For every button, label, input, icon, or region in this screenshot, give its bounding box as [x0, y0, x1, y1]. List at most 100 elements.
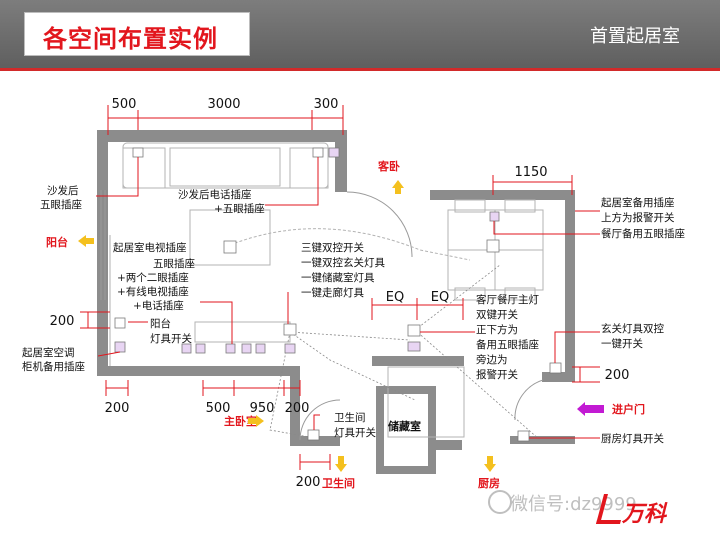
- wall-entry: [542, 372, 575, 382]
- coffee-table: [189, 209, 271, 266]
- switch-dining: [407, 324, 421, 337]
- room-master-bedroom: 主卧室: [224, 414, 257, 428]
- outlet-ac: [114, 341, 126, 353]
- logo-text: 万科: [622, 502, 667, 527]
- walls: [97, 130, 575, 474]
- arrow-bath-icon: [335, 456, 347, 472]
- dim-right-1150: 1150: [514, 165, 547, 180]
- note-spare-3: 餐厅备用五眼插座: [601, 227, 685, 240]
- door-swing-guest: [346, 191, 413, 258]
- note-dining-4: 备用五眼插座: [476, 338, 539, 351]
- outlet-sofa-phone: [312, 147, 324, 158]
- note-ac-1: 起居室空调: [22, 346, 75, 359]
- wall-top-mid: [335, 130, 347, 192]
- note-sofa-back-1: 沙发后: [47, 184, 79, 197]
- tv-cabinet: [194, 321, 291, 343]
- note-kitchen: 厨房灯具开关: [601, 432, 664, 445]
- note-tv-3: +两个二眼插座: [117, 271, 189, 284]
- wechat-icon: [488, 490, 512, 514]
- dim-eq-left: EQ: [386, 290, 404, 305]
- header-bar: 各空间布置实例 首置起居室: [0, 0, 720, 68]
- wiring-arc: [229, 228, 471, 261]
- dim-bath-200: 200: [296, 475, 321, 490]
- brand-logo: 万科: [595, 488, 682, 528]
- room-labels: 客卧 阳台 主卧室 卫生间 储藏室 厨房 进户门: [46, 159, 645, 490]
- arrow-master-icon: [248, 415, 264, 427]
- wall-right: [565, 190, 575, 382]
- outlet-spare: [489, 211, 500, 222]
- note-spare-2: 上方为报警开关: [601, 211, 675, 224]
- dim-bottom-200: 200: [105, 401, 130, 416]
- header-underline: [0, 68, 720, 71]
- note-balcony-light-2: 灯具开关: [150, 332, 192, 345]
- wall-kitchen-bottom: [432, 440, 462, 450]
- switch-kitchen: [517, 430, 530, 442]
- furniture: [122, 142, 544, 438]
- dim-top-500: 500: [112, 97, 137, 112]
- dim-top-300: 300: [314, 97, 339, 112]
- floor-plan: 500 3000 300 1150 EQ EQ 200 200 500 950 …: [22, 97, 685, 490]
- dim-eq-right: EQ: [431, 290, 449, 305]
- note-switch-4: 一键走廊灯具: [301, 286, 364, 299]
- note-sofa-phone-1: 沙发后电话插座: [178, 188, 252, 201]
- note-spare-1: 起居室备用插座: [601, 196, 675, 209]
- switch-bath: [307, 429, 320, 441]
- wall-storage: [376, 386, 436, 474]
- note-dining-3: 正下方为: [476, 323, 518, 336]
- sofa: [122, 142, 329, 189]
- note-dining-2: 双键开关: [476, 308, 518, 321]
- note-balcony-light-1: 阳台: [150, 317, 171, 330]
- wall-left: [97, 130, 108, 370]
- kitchen-counter: [387, 366, 465, 438]
- note-dining-5: 旁边为: [476, 353, 508, 366]
- ceiling-light-dining: [486, 239, 500, 253]
- room-entrance: 进户门: [612, 402, 645, 416]
- annotations: 沙发后 五眼插座 沙发后电话插座 +五眼插座 起居室电视插座 五眼插座 +两个二…: [22, 184, 685, 445]
- note-tv-2: 五眼插座: [153, 257, 195, 270]
- note-sofa-back-2: 五眼插座: [40, 198, 82, 211]
- dim-left-200: 200: [50, 314, 75, 329]
- note-switch-2: 一键双控玄关灯具: [301, 256, 385, 269]
- room-storage: 储藏室: [388, 419, 421, 433]
- dim-bottom-500: 500: [206, 401, 231, 416]
- wall-storage-top: [372, 356, 464, 366]
- ceiling-light-living: [223, 240, 237, 254]
- arrow-kitchen-icon: [484, 456, 496, 472]
- note-bath-1: 卫生间: [334, 411, 366, 424]
- wall-top-right: [430, 190, 573, 200]
- dim-top-3000: 3000: [207, 97, 240, 112]
- note-entry-2: 一键开关: [601, 337, 643, 350]
- door-swing-bath: [299, 399, 341, 441]
- note-ac-2: 柜机备用插座: [22, 360, 85, 373]
- dimension-lines: [80, 105, 600, 470]
- dim-entry-200: 200: [605, 368, 630, 383]
- watermark: 微信号:dz9999: [510, 494, 637, 515]
- note-bath-2: 灯具开关: [334, 426, 376, 439]
- dim-bottom-200b: 200: [285, 401, 310, 416]
- arrow-guest-icon: [392, 180, 404, 194]
- note-dining-6: 报警开关: [476, 368, 518, 381]
- room-bathroom: 卫生间: [322, 476, 355, 490]
- note-tv-5: +电话插座: [133, 299, 184, 312]
- note-sofa-phone-2: +五眼插座: [214, 202, 265, 215]
- arrow-balcony-icon: [78, 235, 94, 247]
- note-switch-3: 一键储藏室灯具: [301, 271, 375, 284]
- note-tv-1: 起居室电视插座: [113, 241, 187, 254]
- wiring: [269, 264, 541, 441]
- outlet-sofa-back: [132, 147, 144, 158]
- wall-entry-bottom: [510, 436, 575, 444]
- wall-bath-bottom: [290, 436, 340, 446]
- switch-balcony: [114, 317, 126, 329]
- room-kitchen: 厨房: [478, 476, 500, 490]
- leader-lines: [96, 157, 600, 439]
- dim-bottom-950: 950: [250, 401, 275, 416]
- wall-bottom-left: [97, 366, 297, 376]
- arrow-entrance-icon: [577, 402, 604, 416]
- outlet-tv: [225, 343, 236, 354]
- room-arrows: [78, 180, 604, 472]
- door-swing-entry: [514, 379, 544, 421]
- switch-entry: [549, 362, 562, 374]
- page-subtitle: 首置起居室: [590, 26, 680, 47]
- dimension-labels: 500 3000 300 1150 EQ EQ 200 200 500 950 …: [50, 97, 630, 490]
- room-guest-bedroom: 客卧: [377, 159, 400, 173]
